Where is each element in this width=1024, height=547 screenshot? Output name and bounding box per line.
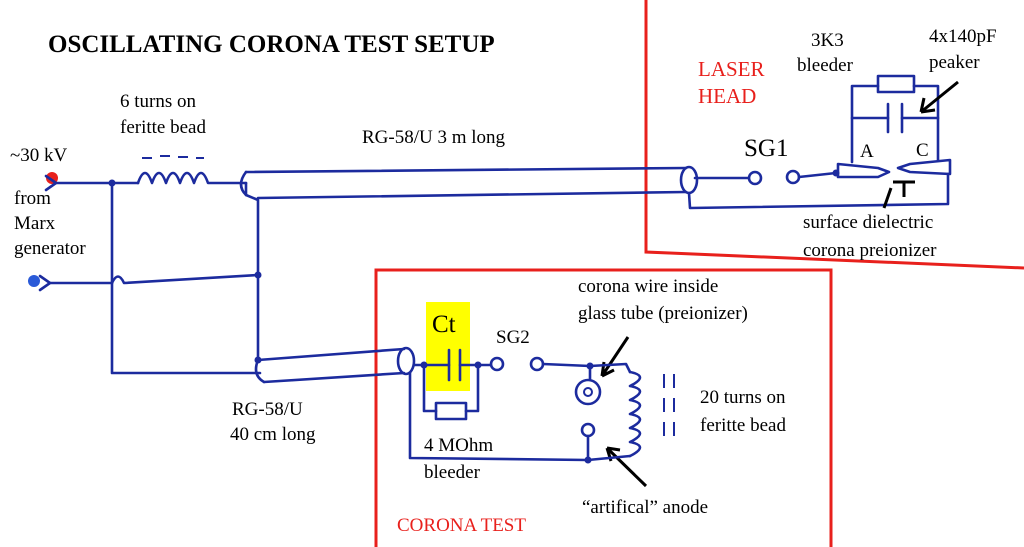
source-from-line3: generator xyxy=(14,238,86,259)
cable-long-label: RG-58/U 3 m long xyxy=(362,127,506,148)
cable-short-top xyxy=(256,347,406,362)
negative-terminal-arrow xyxy=(38,274,52,292)
negative-terminal-dot xyxy=(28,275,40,287)
preionizer-label-line2: corona preionizer xyxy=(803,240,937,261)
junction-dot xyxy=(108,179,116,187)
glass-tube xyxy=(574,378,602,406)
corona-test-label: CORONA TEST xyxy=(397,515,526,536)
return-crossover-wire xyxy=(110,273,260,285)
corona-inductor-label-line1: 20 turns on xyxy=(700,387,786,408)
ct-bleeder-label-line2: bleeder xyxy=(424,462,481,483)
ferrite-bead-marks xyxy=(142,155,204,159)
cable-short-label-line2: 40 cm long xyxy=(230,424,316,445)
laser-head-label-line1: LASER xyxy=(698,57,765,81)
anode-pointer xyxy=(605,446,648,488)
ct-label: Ct xyxy=(432,311,456,338)
bleeder-left-wire xyxy=(850,84,880,164)
cable-short-bottom xyxy=(262,371,406,384)
ct-bleeder-label-line1: 4 MOhm xyxy=(424,435,493,456)
bleeder-label-line2: bleeder xyxy=(797,55,854,76)
corona-wire xyxy=(583,387,593,397)
peaker-pointer-arrow xyxy=(919,80,959,114)
diagram-title: OSCILLATING CORONA TEST SETUP xyxy=(48,31,495,58)
cathode-electrode xyxy=(896,158,952,176)
peaker-label-line1: 4x140pF xyxy=(929,26,997,47)
ct-bleeder-wires xyxy=(422,363,480,413)
corona-wire-label-line1: corona wire inside xyxy=(578,276,718,297)
coil-bottom-wire xyxy=(586,454,632,462)
peaker-capacitor xyxy=(886,102,904,134)
left-bus-wire xyxy=(110,181,262,375)
source-from-line1: from xyxy=(14,188,51,209)
cathode-label: C xyxy=(916,140,929,161)
peaker-label-line2: peaker xyxy=(929,52,980,73)
input-inductor-coil xyxy=(136,171,248,185)
sg2-label: SG2 xyxy=(496,327,530,348)
cable-long-end xyxy=(679,165,699,195)
artificial-anode-label: “artifical” anode xyxy=(582,497,708,518)
cable-short-label-line1: RG-58/U xyxy=(232,399,303,420)
artificial-anode-electrode xyxy=(580,422,596,438)
coil-top-wire xyxy=(588,362,632,374)
corona-return-wire xyxy=(408,371,590,462)
sg2-electrode-left xyxy=(489,356,505,372)
sg1-out-wire xyxy=(797,171,838,179)
preionizer-label-line1: surface dielectric xyxy=(803,212,933,233)
ferrite-bead-marks xyxy=(663,374,675,436)
corona-inductor-coil xyxy=(628,370,642,458)
laser-head-box xyxy=(644,0,1024,270)
anode-label: A xyxy=(860,141,874,162)
preionizer-pointer xyxy=(882,187,893,209)
corona-wire-label-line2: glass tube (preionizer) xyxy=(578,303,748,324)
ct-bleeder-resistor xyxy=(434,401,468,421)
cable-long-start xyxy=(239,170,248,197)
splitter-wire xyxy=(244,181,260,362)
bleeder-resistor-3k3 xyxy=(876,74,916,94)
input-inductor-label-line1: 6 turns on xyxy=(120,91,197,112)
junction-dot xyxy=(254,271,262,279)
corona-wire-pointer xyxy=(600,336,630,378)
cable-short-end xyxy=(396,346,416,376)
corona-inductor-label-line2: feritte bead xyxy=(700,415,786,436)
sg2-out-wire xyxy=(541,362,592,368)
input-inductor-label-line2: feritte bead xyxy=(120,117,206,138)
sg2-electrode-right xyxy=(529,356,545,372)
laser-return-wire xyxy=(687,172,950,210)
source-voltage-label: ~30 kV xyxy=(10,145,68,166)
cable-long-bottom xyxy=(256,190,688,200)
cable-short-start xyxy=(254,358,266,384)
bleeder-right-wire xyxy=(912,84,940,162)
laser-head-label-line2: HEAD xyxy=(698,84,756,108)
corona-test-box xyxy=(374,268,833,547)
sg1-electrode-right xyxy=(785,169,801,185)
sg1-label: SG1 xyxy=(744,135,788,162)
anode-electrode xyxy=(836,162,891,179)
bleeder-label-line1: 3K3 xyxy=(811,30,844,51)
sg1-electrode-left xyxy=(747,170,763,186)
cable-long-top xyxy=(244,166,688,174)
source-from-line2: Marx xyxy=(14,213,56,234)
